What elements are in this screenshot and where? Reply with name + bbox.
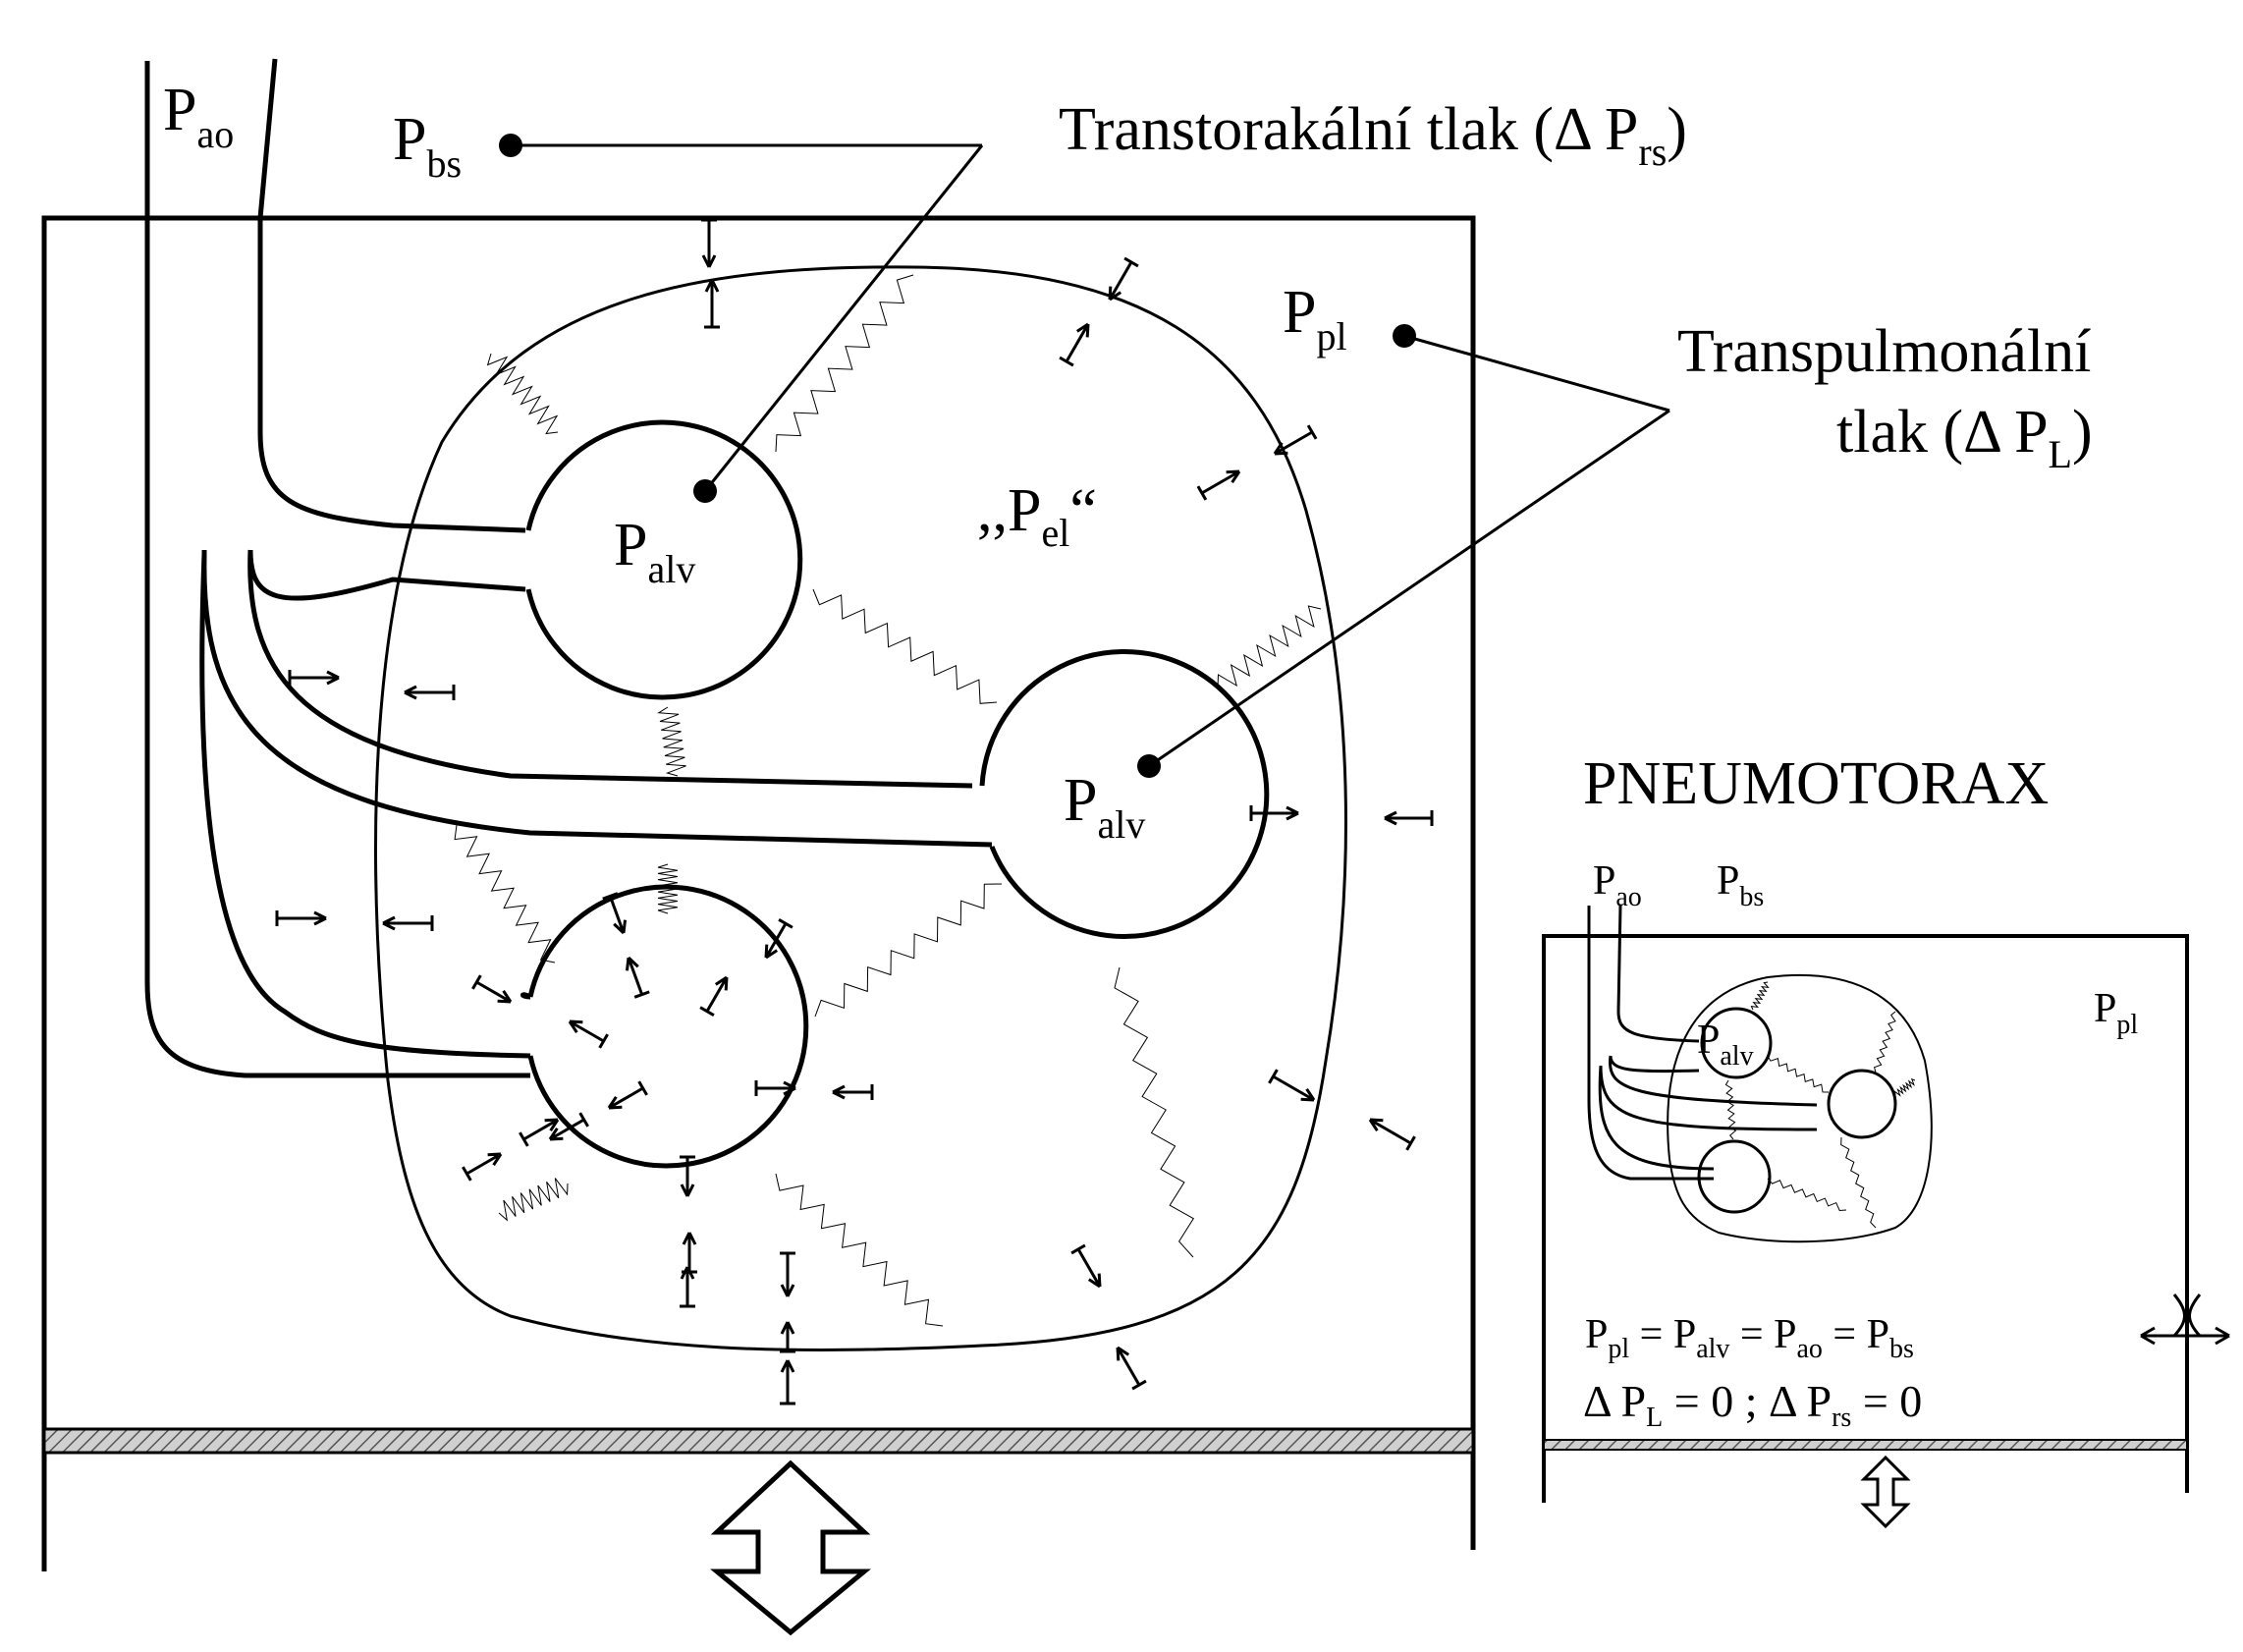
label-p-ao: Pao — [163, 77, 234, 156]
undefined — [1874, 1011, 1896, 1074]
pressure-arrow-1 — [701, 218, 717, 268]
inset-alveoli — [1697, 1007, 1897, 1214]
label-transpulmonary-2: tlak (Δ PL) — [1836, 399, 2093, 476]
undefined — [486, 353, 559, 435]
inset-springs — [1724, 981, 1916, 1229]
pressure-arrow-6 — [1196, 469, 1241, 501]
pressure-arrow-12 — [1384, 810, 1434, 826]
undefined — [775, 1173, 944, 1327]
pneumothorax-inset: PNEUMOTORAX Pao — [1542, 750, 2230, 1529]
pressure-arrow-4 — [1059, 322, 1090, 367]
label-p-alv-upper: Palv — [614, 512, 695, 591]
undefined — [1767, 1055, 1830, 1093]
pressure-arrow-19 — [602, 892, 628, 935]
leader-lines — [511, 143, 1670, 768]
leader-dots — [499, 134, 1416, 778]
pressure-arrow-30 — [548, 1112, 589, 1141]
pressure-arrow-29 — [462, 1152, 503, 1182]
inset-equation-pressures: Ppl = Palv = Pao = Pbs — [1585, 1312, 1914, 1364]
pressure-arrow-25 — [754, 1080, 796, 1096]
pressure-arrow-21 — [764, 918, 793, 960]
inset-diaphragm — [1543, 1439, 2188, 1451]
pressure-arrow-27 — [519, 1118, 560, 1147]
undefined — [1767, 1178, 1847, 1212]
pressure-arrow-17 — [1070, 1243, 1102, 1289]
pressure-arrow-8 — [404, 685, 456, 700]
undefined — [1114, 966, 1195, 1258]
label-transpulmonary-1: Transpulmonální — [1677, 318, 2091, 385]
inset-pleura-outline — [1667, 973, 1933, 1243]
alveolus-right — [979, 648, 1270, 939]
undefined — [775, 274, 914, 453]
undefined — [812, 588, 998, 704]
alveoli — [520, 419, 1270, 1169]
undefined — [657, 706, 686, 777]
diaphragm — [42, 1427, 1475, 1455]
pressure-arrow-15 — [780, 1251, 795, 1297]
pressure-arrow-26 — [832, 1084, 874, 1100]
airway-tree — [144, 58, 993, 1078]
pressure-arrow-9 — [275, 910, 327, 926]
alveolus-upper — [525, 419, 803, 700]
inset-diaphragm-arrow — [1860, 1455, 1911, 1529]
pressure-arrow-2 — [704, 279, 720, 329]
pressure-arrow-22 — [699, 975, 729, 1017]
label-transthoracic-pressure: Transtorakální tlak (Δ Prs) — [1059, 96, 1687, 174]
inset-label-p-pl: Ppl — [2094, 986, 2138, 1040]
pressure-arrow-10 — [382, 915, 434, 931]
pressure-arrow-20 — [625, 956, 650, 999]
pressure-arrow-32 — [682, 1232, 697, 1274]
pressure-arrow-16 — [780, 1359, 795, 1405]
label-p-bs: Pbs — [393, 106, 462, 186]
undefined — [1217, 605, 1322, 688]
chest-wall-opening — [2140, 1294, 2230, 1346]
inset-label-p-bs: Pbs — [1717, 858, 1764, 912]
thorax-box — [41, 215, 1476, 1571]
undefined — [1893, 1077, 1916, 1097]
inset-equation-gradients: Δ PL = 0 ; Δ Prs = 0 — [1583, 1376, 1922, 1433]
label-p-alv-right: Palv — [1064, 767, 1145, 847]
pressure-arrow-18 — [1116, 1346, 1147, 1391]
pressure-arrow-28 — [607, 1080, 648, 1110]
pressure-arrow-5 — [1273, 424, 1318, 456]
inset-title: PNEUMOTORAX — [1583, 750, 2049, 817]
elastic-springs — [454, 274, 1322, 1327]
pressure-arrow-33 — [680, 1266, 695, 1308]
undefined — [814, 883, 1003, 1018]
pressure-arrow-24 — [568, 1019, 609, 1049]
pressure-arrow-31 — [680, 1155, 695, 1197]
pressure-arrow-7 — [288, 670, 340, 686]
inset-label-p-ao: Pao — [1593, 858, 1642, 912]
undefined — [454, 824, 556, 964]
inset-label-p-alv: Palv — [1697, 1018, 1754, 1072]
undefined — [1840, 1136, 1877, 1229]
undefined — [1750, 981, 1770, 1011]
label-p-pl: Ppl — [1283, 279, 1347, 358]
pressure-arrow-11 — [1249, 805, 1299, 821]
undefined — [1724, 1079, 1737, 1140]
pressure-arrows — [275, 218, 1434, 1405]
alveolus-lower — [527, 884, 809, 1169]
pressure-arrow-14 — [1368, 1118, 1416, 1151]
pressure-arrow-23 — [471, 974, 513, 1004]
diaphragm-movement-arrow — [710, 1459, 871, 1636]
pleura-outline — [374, 265, 1347, 1352]
undefined — [498, 1178, 569, 1222]
label-p-el: ,,Pel“ — [977, 477, 1097, 555]
pressure-arrow-13 — [1268, 1069, 1316, 1102]
pressure-arrow-34 — [780, 1321, 795, 1353]
inset-thorax-box — [1542, 934, 2189, 1503]
undefined — [657, 863, 679, 914]
main-diagram: Pao Pbs Transtorakální tlak (Δ Prs) Ppl … — [41, 58, 2093, 1636]
inset-airways — [1587, 905, 1818, 1181]
pressure-arrow-3 — [1108, 256, 1139, 302]
